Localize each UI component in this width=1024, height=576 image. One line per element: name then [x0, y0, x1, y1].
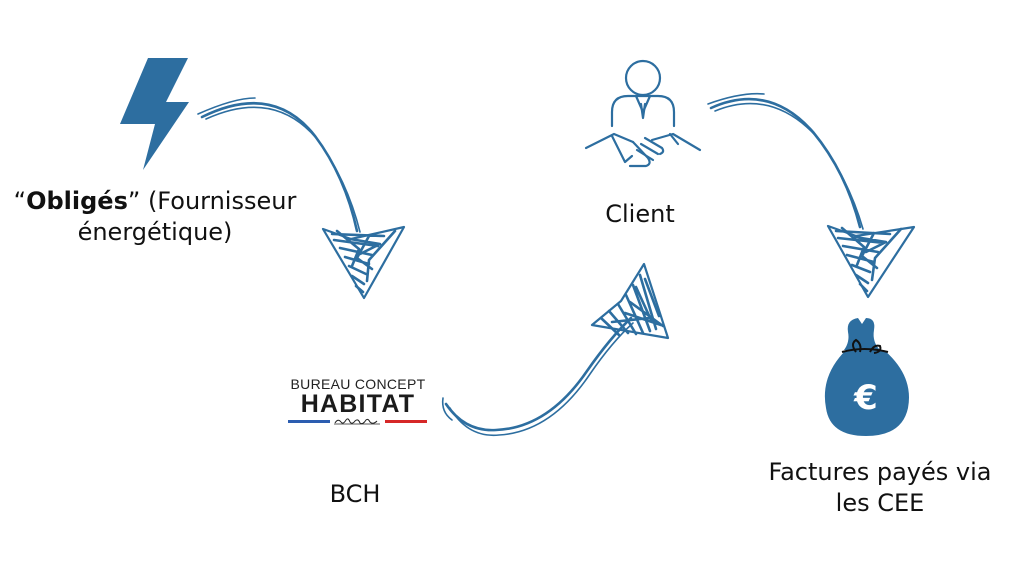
- logo-red-bar: [385, 420, 427, 423]
- obliges-label: “Obligés” (Fournisseur énergétique): [0, 186, 310, 248]
- bch-logo-line1: BUREAU CONCEPT: [290, 376, 426, 392]
- factures-label-line1: Factures payés via: [768, 458, 992, 486]
- obliges-label-line1: “Obligés” (Fournisseur: [0, 186, 310, 217]
- arrow-client-to-factures: [707, 92, 916, 299]
- euro-symbol: €: [853, 378, 878, 418]
- obliges-rest: (Fournisseur: [140, 187, 297, 215]
- factures-label-line2: les CEE: [835, 489, 925, 517]
- lightning-bolt-icon: [120, 58, 189, 170]
- arrow-bch-to-client: [441, 262, 670, 437]
- client-label: Client: [605, 200, 675, 228]
- open-quote: “: [13, 187, 27, 215]
- logo-blue-bar: [288, 420, 330, 423]
- obliges-bold: Obligés: [26, 187, 128, 215]
- bch-logo: BUREAU CONCEPT HABITAT: [282, 376, 434, 428]
- logo-script-signature: [330, 415, 385, 427]
- bch-logo-line2: HABITAT: [300, 390, 416, 418]
- arrow-obliges-to-bch: [197, 97, 406, 300]
- factures-label: Factures payés via les CEE: [735, 457, 1024, 519]
- handshake-icon: [584, 59, 702, 168]
- euro-money-bag-icon: €: [824, 318, 909, 436]
- close-quote: ”: [127, 187, 141, 215]
- bch-label: BCH: [329, 480, 381, 508]
- obliges-label-line2: énergétique): [77, 218, 233, 246]
